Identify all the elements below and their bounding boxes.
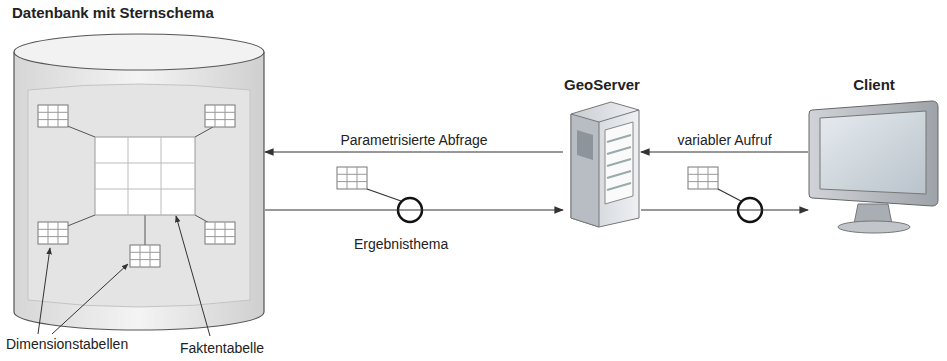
client-node: Client bbox=[808, 100, 940, 235]
node-heading: GeoServer bbox=[564, 76, 640, 93]
edge-label: Ergebnisthema bbox=[352, 236, 450, 252]
edge-label: variabler Aufruf bbox=[675, 132, 773, 148]
monitor-icon bbox=[808, 100, 940, 235]
edge-label: Parametrisierte Abfrage bbox=[338, 132, 489, 148]
server-icon bbox=[563, 100, 641, 228]
connector-arrow bbox=[265, 209, 563, 210]
node-heading: Datenbank mit Sternschema bbox=[12, 4, 214, 21]
dimension-tables-label: Dimensionstabellen bbox=[4, 336, 130, 352]
connector-arrow bbox=[265, 151, 563, 152]
database-cylinder bbox=[12, 2, 265, 332]
connector-arrow bbox=[641, 151, 808, 152]
result-theme-symbol bbox=[688, 167, 762, 222]
connector-arrow bbox=[641, 209, 808, 210]
server-node: GeoServer bbox=[563, 100, 641, 228]
fact-table-label: Faktentabelle bbox=[178, 340, 266, 356]
result-theme-symbol bbox=[337, 167, 422, 222]
database-node: Datenbank mit Sternschema bbox=[12, 2, 265, 332]
node-heading: Client bbox=[853, 76, 895, 93]
